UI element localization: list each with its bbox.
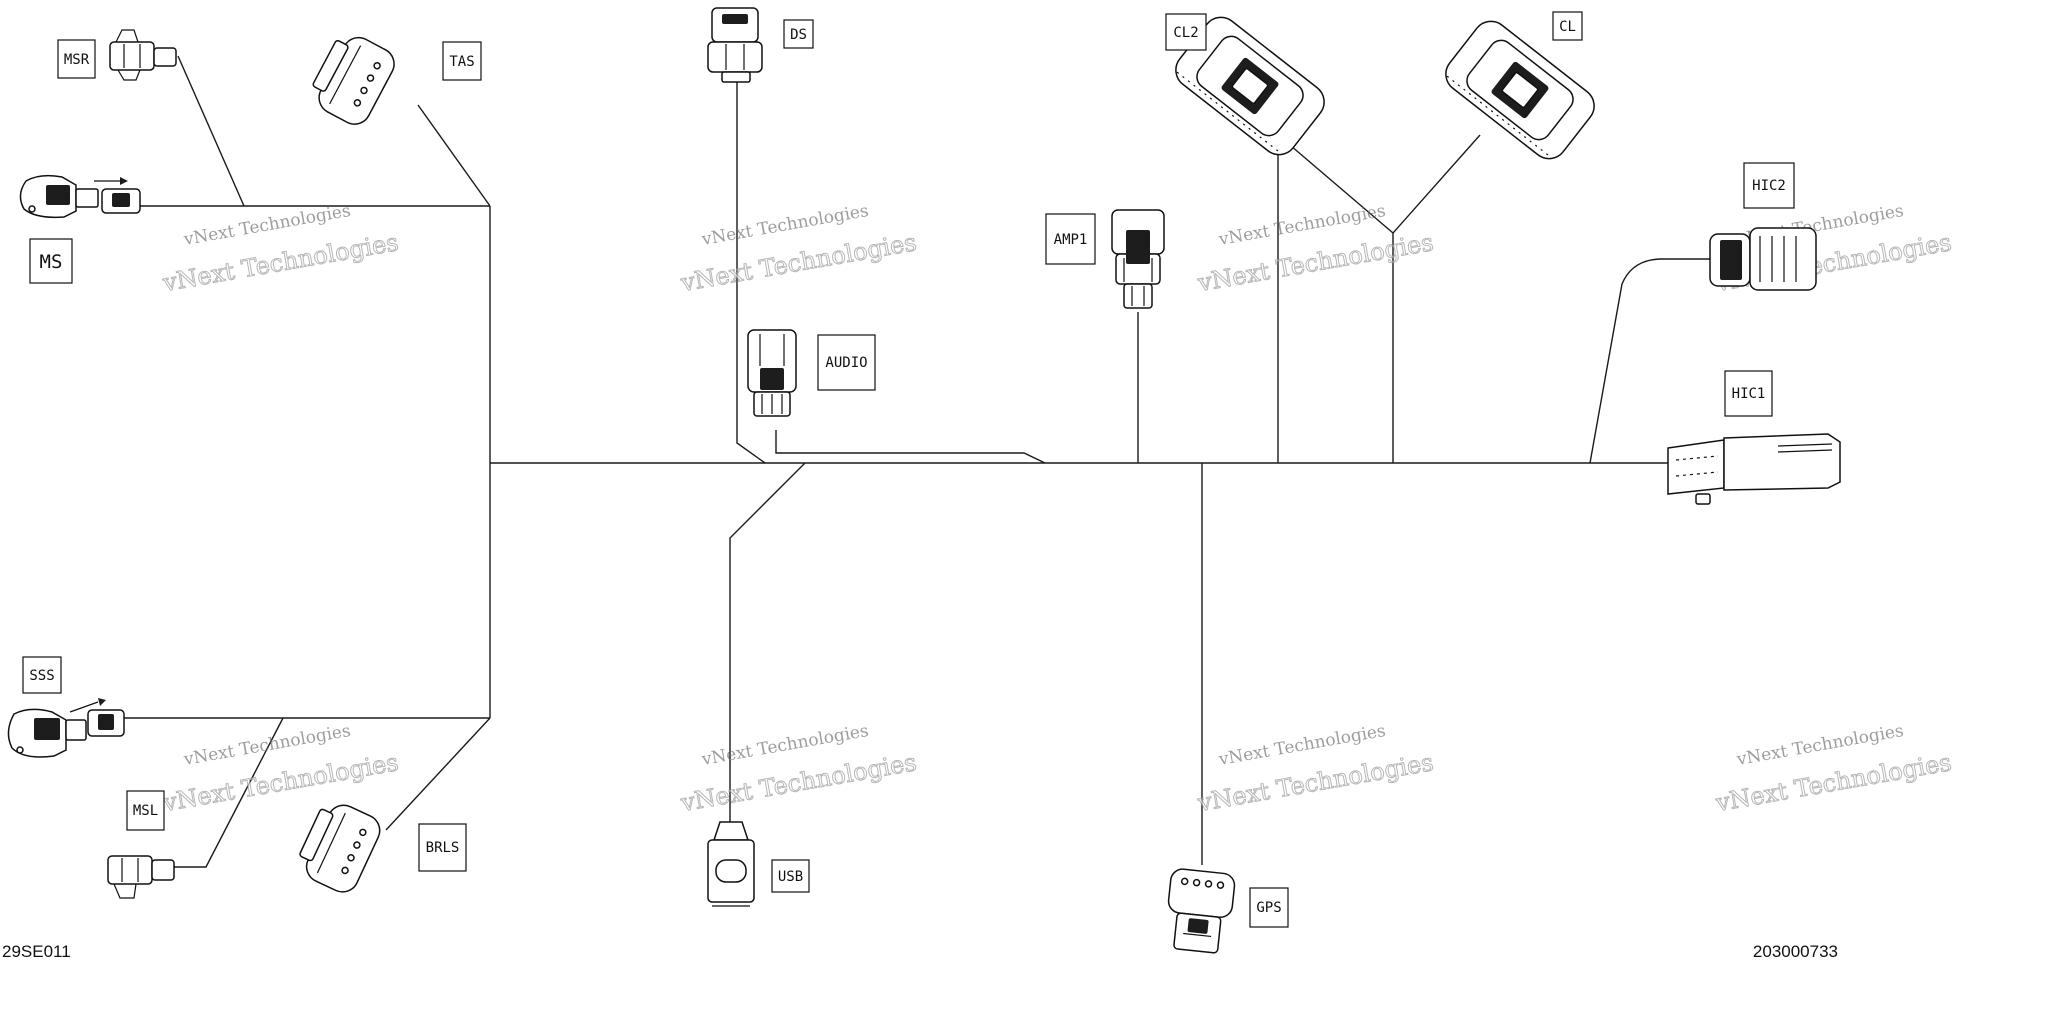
audio-connector-icon — [747, 329, 797, 417]
brls-branch-wire — [385, 717, 491, 831]
harness-wires — [122, 55, 1710, 868]
label-msl: MSL — [126, 790, 165, 831]
tas-connector-icon — [312, 36, 395, 125]
svg-text:TAS: TAS — [449, 54, 474, 70]
ds-branch-wire — [736, 80, 766, 464]
watermark-group: vNext Technologies vNext Technologies vN… — [159, 201, 1954, 818]
tas-branch-wire — [417, 104, 491, 207]
svg-text:USB: USB — [778, 869, 803, 885]
usb-branch-wire — [729, 462, 806, 822]
svg-text:HIC1: HIC1 — [1732, 386, 1766, 402]
sss-switch-icon — [7, 698, 125, 758]
cl2-connector-icon — [1175, 16, 1325, 156]
usb-connector-icon — [707, 821, 755, 907]
svg-text:GPS: GPS — [1256, 900, 1281, 916]
watermark-2: vNext Technologies vNext Technologies — [677, 201, 919, 298]
watermark-8: vNext Technologies vNext Technologies — [1712, 721, 1954, 818]
svg-text:SSS: SSS — [29, 668, 54, 684]
watermark-3: vNext Technologies vNext Technologies — [1194, 201, 1436, 298]
msr-branch-wire — [177, 55, 245, 207]
msr-connector-icon — [109, 29, 177, 81]
watermark-7: vNext Technologies vNext Technologies — [1194, 721, 1436, 818]
svg-text:DS: DS — [790, 27, 807, 43]
svg-text:MSL: MSL — [133, 803, 158, 819]
label-tas: TAS — [442, 41, 482, 81]
svg-text:HIC2: HIC2 — [1752, 178, 1786, 194]
label-cl2: CL2 — [1165, 13, 1207, 51]
label-ms: MS — [29, 238, 73, 284]
amp1-connector-icon — [1111, 209, 1165, 309]
label-cl: CL — [1552, 11, 1583, 41]
label-audio: AUDIO — [817, 334, 876, 391]
drawing-code-left: 29SE011 — [2, 942, 71, 961]
ms-switch-icon — [19, 174, 141, 219]
svg-text:CL: CL — [1559, 19, 1576, 35]
svg-text:CL2: CL2 — [1173, 25, 1198, 41]
cl-branch-wire — [1392, 134, 1481, 463]
label-msr: MSR — [57, 39, 96, 79]
part-number-right: 203000733 — [1753, 942, 1838, 961]
label-amp1: AMP1 — [1045, 213, 1096, 265]
msl-connector-icon — [107, 855, 175, 899]
audio-branch-wire — [775, 430, 1046, 464]
svg-text:AUDIO: AUDIO — [825, 355, 867, 371]
hic2-branch-wire — [1589, 258, 1710, 464]
cl-connector-icon — [1445, 20, 1595, 160]
svg-text:BRLS: BRLS — [426, 840, 460, 856]
label-gps: GPS — [1249, 887, 1289, 928]
watermark-1: vNext Technologies vNext Technologies — [159, 201, 401, 298]
ds-connector-icon — [707, 7, 763, 83]
watermark-6: vNext Technologies vNext Technologies — [677, 721, 919, 818]
brls-connector-icon — [299, 804, 381, 893]
svg-text:MS: MS — [40, 251, 63, 273]
msl-branch-wire — [172, 717, 284, 868]
label-hic1: HIC1 — [1724, 370, 1773, 417]
svg-text:AMP1: AMP1 — [1054, 232, 1088, 248]
gps-connector-icon — [1167, 868, 1236, 954]
hic1-connector-icon — [1667, 433, 1841, 505]
label-ds: DS — [783, 19, 814, 49]
label-sss: SSS — [22, 656, 62, 694]
label-usb: USB — [771, 859, 810, 893]
svg-text:MSR: MSR — [64, 52, 90, 68]
label-brls: BRLS — [418, 823, 467, 872]
label-hic2: HIC2 — [1743, 162, 1795, 209]
hic2-connector-icon — [1709, 227, 1817, 291]
